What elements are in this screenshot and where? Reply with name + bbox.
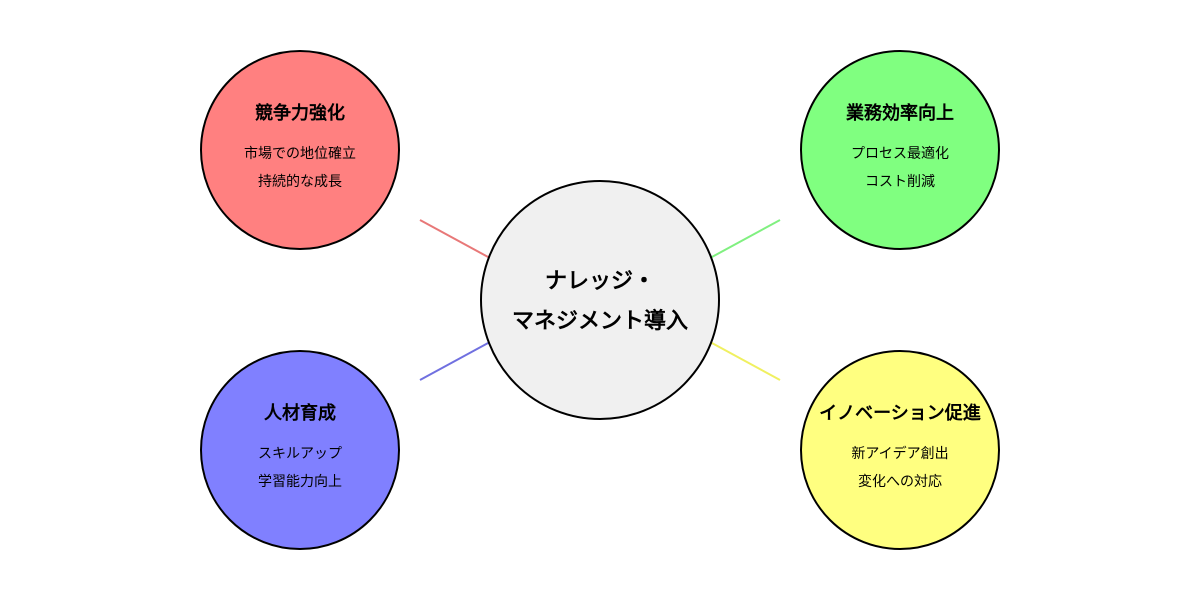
node-detail: 変化への対応 xyxy=(858,474,942,490)
node-detail: スキルアップ xyxy=(258,446,342,462)
center-title-line1: ナレッジ・ xyxy=(544,269,655,294)
node-talent-development: 人材育成 スキルアップ 学習能力向上 xyxy=(200,350,400,550)
node-detail: 新アイデア創出 xyxy=(851,446,949,462)
center-title-line2: マネジメント導入 xyxy=(511,309,688,334)
node-title: 業務効率向上 xyxy=(846,103,954,124)
node-title: 人材育成 xyxy=(264,403,336,424)
node-detail: 持続的な成長 xyxy=(258,174,342,190)
node-title: イノベーション促進 xyxy=(819,403,981,424)
node-competitiveness: 競争力強化 市場での地位確立 持続的な成長 xyxy=(200,50,400,250)
node-innovation: イノベーション促進 新アイデア創出 変化への対応 xyxy=(800,350,1000,550)
node-detail: 学習能力向上 xyxy=(258,474,342,490)
node-detail: プロセス最適化 xyxy=(851,146,949,162)
node-detail: コスト削減 xyxy=(865,174,935,190)
center-node: ナレッジ・ マネジメント導入 xyxy=(480,180,720,420)
node-detail: 市場での地位確立 xyxy=(244,146,356,162)
node-title: 競争力強化 xyxy=(255,103,345,124)
node-efficiency: 業務効率向上 プロセス最適化 コスト削減 xyxy=(800,50,1000,250)
